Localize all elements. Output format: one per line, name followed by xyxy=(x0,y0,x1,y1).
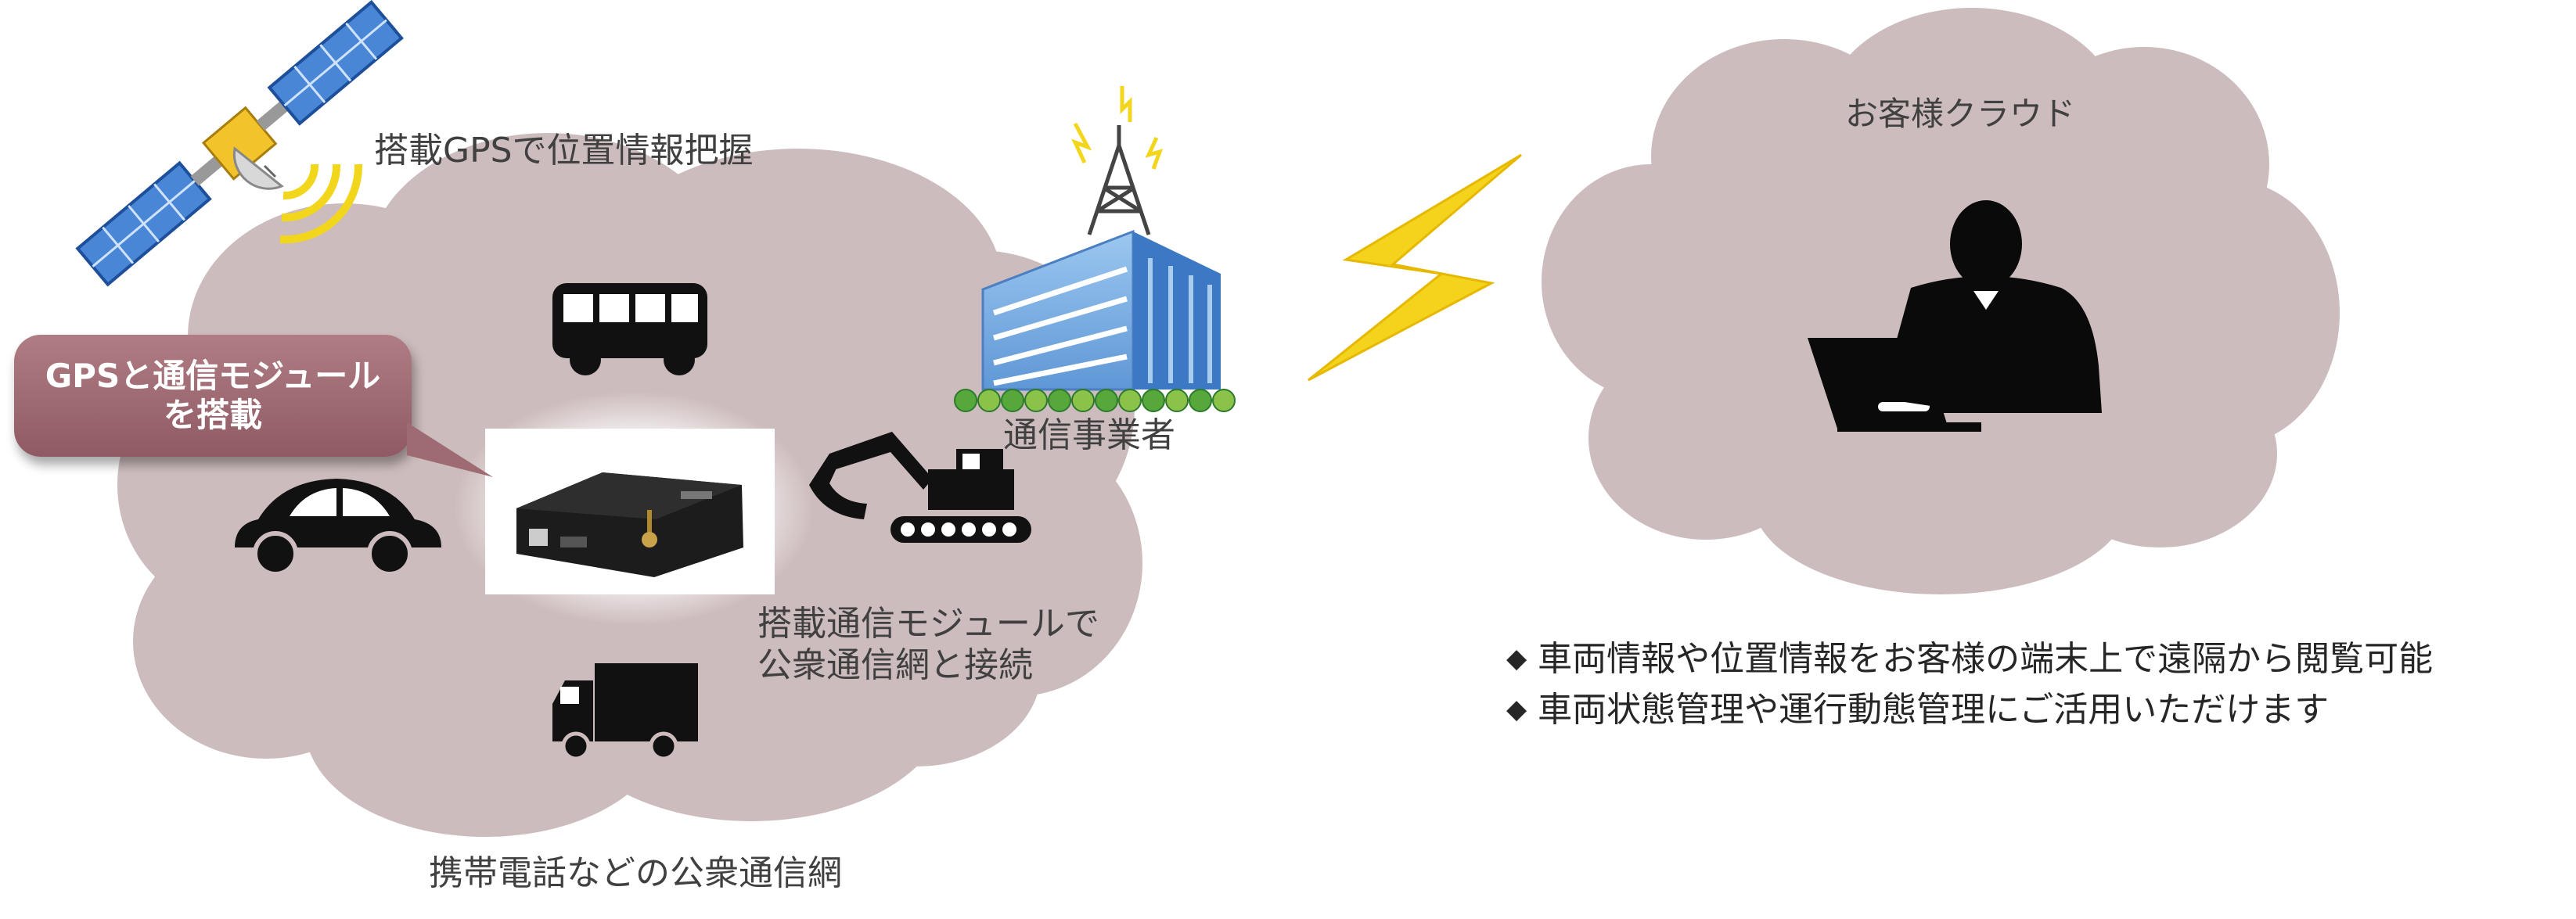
bullet-text: 車両情報や位置情報をお客様の端末上で遠隔から閲覧可能 xyxy=(1538,639,2433,679)
callout-line-1: GPSと通信モジュール xyxy=(14,357,412,396)
diamond-bullet-icon: ◆ xyxy=(1506,643,1527,674)
callout-pointer xyxy=(407,407,501,485)
bullet-item: ◆ 車両情報や位置情報をお客様の端末上で遠隔から閲覧可能 xyxy=(1506,635,2433,686)
callout-line-2: を搭載 xyxy=(14,396,412,435)
antenna-tower-icon xyxy=(1075,86,1160,235)
module-connection-line-2: 公衆通信網と接続 xyxy=(757,645,1099,687)
communication-module-icon xyxy=(454,391,814,626)
feature-bullet-list: ◆ 車両情報や位置情報をお客様の端末上で遠隔から閲覧可能 ◆ 車両状態管理や運行動態… xyxy=(1506,635,2433,737)
module-connection-line-1: 搭載通信モジュールで xyxy=(757,604,1099,645)
module-connection-label: 搭載通信モジュールで 公衆通信網と接続 xyxy=(757,604,1099,687)
diamond-bullet-icon: ◆ xyxy=(1506,694,1527,725)
customer-cloud-label: お客様クラウド xyxy=(1845,95,2075,133)
lightning-bolt-icon xyxy=(1308,155,1521,380)
operator-label: 通信事業者 xyxy=(1003,416,1175,456)
bullet-text: 車両状態管理や運行動態管理にご活用いただけます xyxy=(1538,690,2329,730)
public-network-label: 携帯電話などの公衆通信網 xyxy=(429,854,842,894)
bullet-item: ◆ 車両状態管理や運行動態管理にご活用いただけます xyxy=(1506,686,2433,737)
gps-label: 搭載GPSで位置情報把握 xyxy=(374,131,754,171)
module-callout: GPSと通信モジュール を搭載 xyxy=(14,335,412,457)
